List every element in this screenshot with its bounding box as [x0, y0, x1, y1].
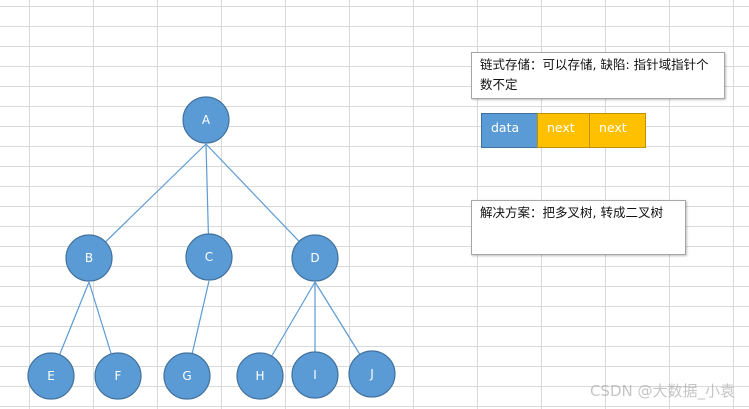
tree-node-f: F	[94, 352, 142, 400]
next-pointer-cell-2: next	[589, 113, 646, 148]
node-label: J	[369, 367, 374, 381]
node-circle	[94, 352, 142, 400]
tree-node-e: E	[27, 352, 75, 400]
node-label: D	[310, 251, 319, 265]
tree-node-a: A	[182, 96, 230, 144]
data-field-cell: data	[481, 113, 538, 148]
node-label: F	[115, 369, 122, 383]
tree-nodes: A B E F C G D H I J	[27, 96, 396, 400]
node-label: I	[313, 368, 317, 382]
tree-node-c: C	[185, 233, 233, 281]
node-label: A	[202, 113, 211, 127]
node-circle	[185, 233, 233, 281]
linked-storage-note-text: 链式存储：可以存储, 缺陷: 指针域指针个数不定	[480, 57, 709, 92]
node-label: H	[255, 369, 264, 383]
node-label: C	[205, 250, 213, 264]
node-circle	[65, 234, 113, 282]
node-circle	[236, 352, 284, 400]
tree-node-d: D	[291, 234, 339, 282]
node-label: G	[182, 369, 191, 383]
linked-storage-note: 链式存储：可以存储, 缺陷: 指针域指针个数不定	[471, 52, 725, 99]
next-pointer-cell-1: next	[537, 113, 590, 148]
edge-a-d	[205, 143, 316, 259]
solution-note-text: 解决方案：把多叉树, 转成二叉树	[480, 205, 663, 220]
node-circle	[27, 352, 75, 400]
tree-node-h: H	[236, 352, 284, 400]
tree-node-i: I	[291, 351, 339, 399]
tree-node-g: G	[163, 352, 211, 400]
node-label: E	[47, 369, 55, 383]
node-circle	[348, 350, 396, 398]
node-circle	[291, 351, 339, 399]
watermark: CSDN @大数据_小袁	[589, 382, 735, 400]
solution-note: 解决方案：把多叉树, 转成二叉树	[471, 200, 686, 255]
node-circle	[163, 352, 211, 400]
tree-node-j: J	[348, 350, 396, 398]
node-circle	[291, 234, 339, 282]
node-label: B	[85, 251, 93, 265]
node-circle	[182, 96, 230, 144]
edge-a-b	[88, 143, 207, 259]
tree-node-b: B	[65, 234, 113, 282]
